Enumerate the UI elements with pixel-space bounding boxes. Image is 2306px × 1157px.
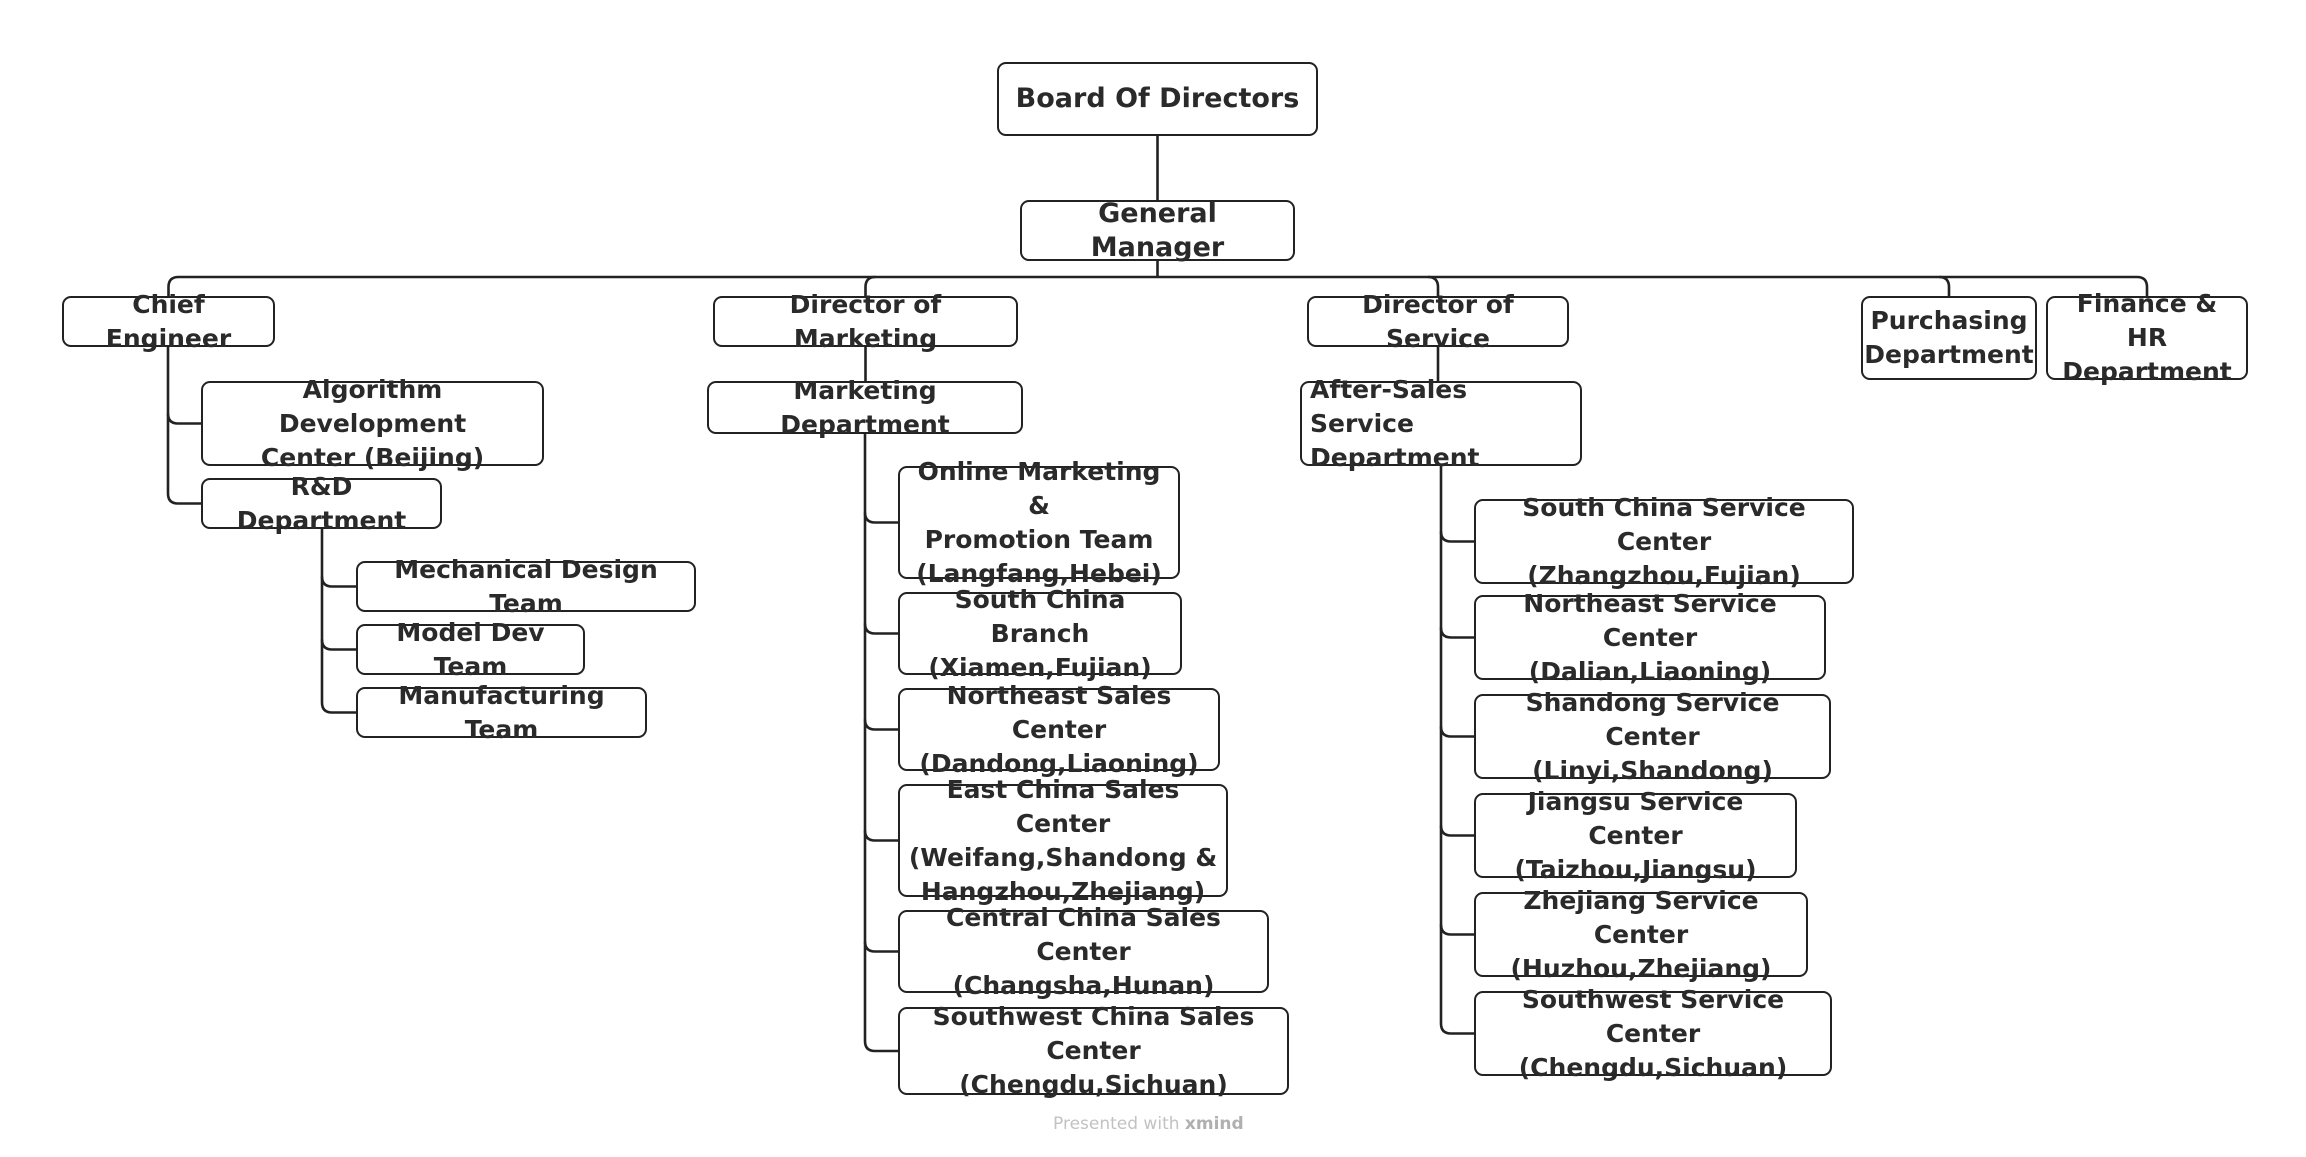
node-label: Southwest China Sales Center (Chengdu,Si… [932,1002,1255,1099]
connector-after-sales-branch [1439,627,1474,639]
connector-sales-branch [863,941,898,953]
node-sw-sales[interactable]: Southwest China Sales Center (Chengdu,Si… [898,1002,1289,1099]
connector-sales-branch [863,623,898,635]
node-purchasing[interactable]: Purchasing Department [1861,296,2037,380]
node-label: R&D Department [236,471,407,535]
node-sw-service[interactable]: Southwest Service Center (Chengdu,Sichua… [1474,985,1832,1082]
node-label: South China Branch (Xiamen,Fujian) [928,584,1152,682]
node-label: Mechanical Design Team [394,554,658,618]
node-chief-engineer[interactable]: Chief Engineer [62,290,275,353]
node-south-service[interactable]: South China Service Center (Zhangzhou,Fu… [1474,493,1854,590]
node-label: Northeast Sales Center (Dandong,Liaoning… [919,680,1199,778]
connector-after-sales-branch [1439,531,1474,543]
node-label: Zhejiang Service Center (Huzhou,Zhejiang… [1510,885,1772,983]
connector-after-sales-branch [1439,924,1474,936]
node-mfg-team[interactable]: Manufacturing Team [356,681,647,744]
node-label: After-Sales Service Department [1310,374,1480,472]
connector-after-sales-spine [1439,466,1474,1035]
footer-brand: xmind [1184,1114,1244,1134]
connector-engineering-branch [166,413,201,425]
node-mech-team[interactable]: Mechanical Design Team [356,555,696,618]
node-ne-service[interactable]: Northeast Service Center (Dalian,Liaonin… [1474,589,1826,686]
node-label: Shandong Service Center (Linyi,Shandong) [1525,687,1780,785]
node-label: Algorithm Development Center (Beijing) [260,374,485,472]
node-label: Marketing Department [780,375,950,439]
node-js-service[interactable]: Jiangsu Service Center (Taizhou,Jiangsu) [1474,787,1797,884]
connector-after-sales-branch [1439,726,1474,738]
node-label: Manufacturing Team [398,680,605,744]
node-zj-service[interactable]: Zhejiang Service Center (Huzhou,Zhejiang… [1474,886,1808,983]
node-label: Northeast Service Center (Dalian,Liaonin… [1523,588,1777,686]
node-ne-sales[interactable]: Northeast Sales Center (Dandong,Liaoning… [898,681,1220,778]
node-label: Central China Sales Center (Changsha,Hun… [946,902,1221,1000]
connector-bus-drop [1938,275,1951,296]
node-dir-marketing[interactable]: Director of Marketing [713,290,1018,353]
node-south-branch[interactable]: South China Branch (Xiamen,Fujian) [898,585,1182,682]
footer-prefix: Presented with [1053,1114,1185,1134]
connector-sales-branch [863,719,898,731]
node-label: Director of Marketing [789,289,942,353]
node-rnd[interactable]: R&D Department [201,472,442,535]
node-label: South China Service Center (Zhangzhou,Fu… [1522,492,1806,590]
node-label: Online Marketing & Promotion Team (Langf… [916,456,1162,588]
node-label: Model Dev Team [396,617,545,681]
connector-rnd-spine [320,529,356,714]
node-algo-center[interactable]: Algorithm Development Center (Beijing) [201,375,544,472]
node-label: Finance & HR Department [2062,289,2232,386]
connector-rnd-branch [320,639,356,651]
node-label: Purchasing Department [1864,306,2034,369]
node-label: Southwest Service Center (Chengdu,Sichua… [1518,984,1788,1082]
node-east-sales[interactable]: East China Sales Center (Weifang,Shandon… [898,775,1228,906]
node-marketing-dept[interactable]: Marketing Department [707,376,1023,439]
connector-gm-bus-horizontal [167,275,2149,296]
connector-rnd-branch [320,576,356,588]
node-sd-service[interactable]: Shandong Service Center (Linyi,Shandong) [1474,688,1831,785]
node-after-sales[interactable]: After-Sales Service Department [1300,375,1582,472]
node-label: General Manager [1090,197,1225,263]
node-label: Director of Service [1362,289,1514,353]
node-finance-hr[interactable]: Finance & HR Department [2046,289,2248,386]
node-board[interactable]: Board Of Directors [997,62,1318,136]
node-label: Chief Engineer [105,289,232,353]
node-label: Board Of Directors [1015,83,1300,114]
node-dir-service[interactable]: Director of Service [1307,290,1569,353]
node-central-sales[interactable]: Central China Sales Center (Changsha,Hun… [898,903,1269,1000]
connector-sales-spine [863,434,898,1053]
connector-after-sales-branch [1439,825,1474,837]
node-model-team[interactable]: Model Dev Team [356,618,585,681]
node-gm[interactable]: General Manager [1020,198,1295,263]
presented-with-xmind: Presented with xmind [1053,1114,1253,1134]
node-label: East China Sales Center (Weifang,Shandon… [908,774,1218,906]
connector-engineering-spine [166,347,201,505]
connector-sales-branch [863,830,898,842]
connector-sales-branch [863,512,898,524]
node-online-team[interactable]: Online Marketing & Promotion Team (Langf… [898,457,1180,588]
node-label: Jiangsu Service Center (Taizhou,Jiangsu) [1514,786,1757,884]
